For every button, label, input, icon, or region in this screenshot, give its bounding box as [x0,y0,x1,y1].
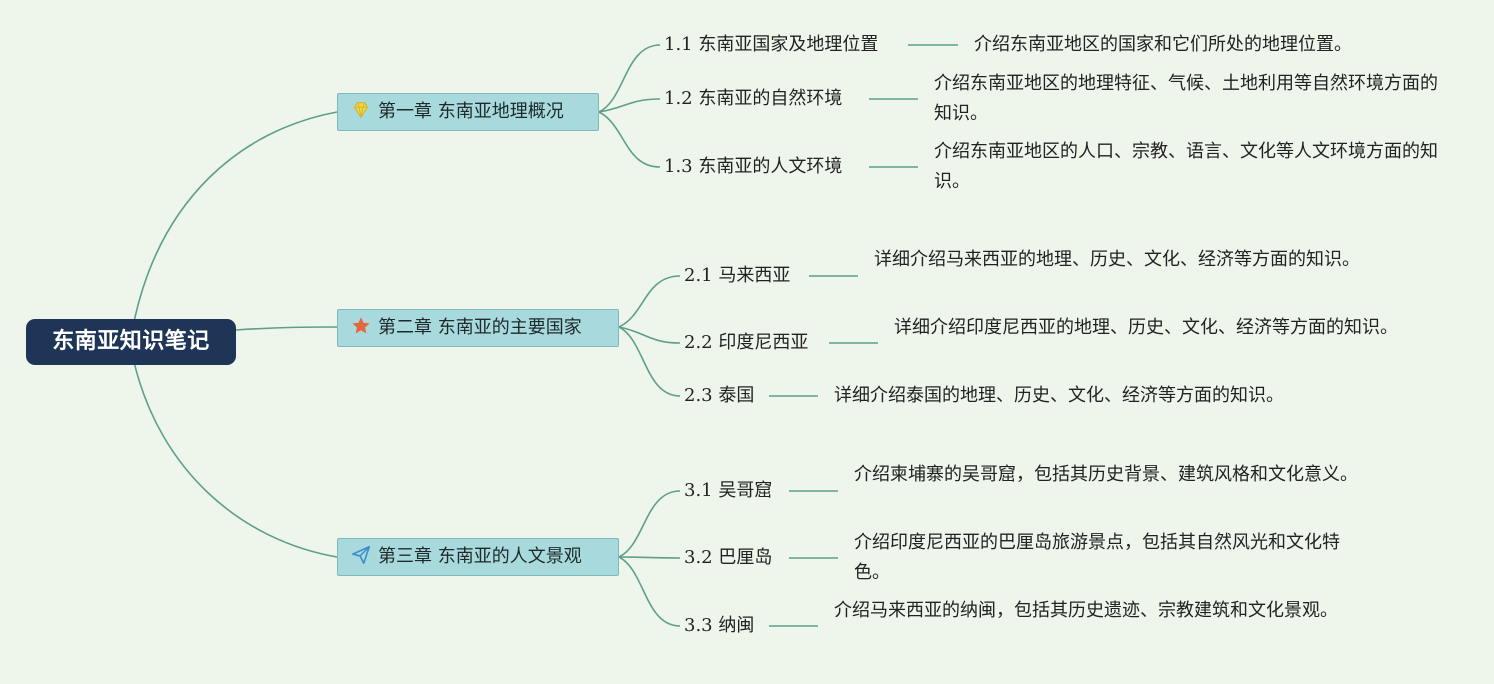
section-number: 3.3 [684,615,713,636]
chapter-2-to-2-2 [618,326,681,344]
chapter-3-topic[interactable]: 第三章 东南亚的人文景观 [337,538,619,576]
root-to-chapter-2 [235,326,338,331]
section-1-2[interactable]: 1.2 东南亚的自然环境 [664,87,842,111]
section-title: 东南亚的自然环境 [698,88,843,109]
chapter-3-label: 第三章 东南亚的人文景观 [378,546,582,567]
description-1-2: 介绍东南亚地区的地理特征、气候、土地利用等自然环境方面的知识。 [934,73,1438,124]
root-to-chapter-3 [133,361,338,558]
description-2-1: 详细介绍马来西亚的地理、历史、文化、经济等方面的知识。 [874,249,1360,270]
star-icon [352,317,370,334]
chapter-2-to-2-3 [618,326,681,397]
chapter-1-to-1-2 [598,98,661,113]
paper-plane-icon [351,545,371,565]
description-3-3: 介绍马来西亚的纳闽，包括其历史遗迹、宗教建筑和文化景观。 [834,600,1338,621]
section-3-2[interactable]: 3.2 巴厘岛 [684,546,772,570]
description-3-2: 介绍印度尼西亚的巴厘岛旅游景点，包括其自然风光和文化特色。 [854,532,1340,583]
section-title: 泰国 [718,385,755,406]
section-title: 东南亚的人文环境 [698,156,843,177]
section-number: 2.1 [684,265,713,286]
root-to-chapter-1 [133,111,338,323]
description-3-1: 介绍柬埔寨的吴哥窟，包括其历史背景、建筑风格和文化意义。 [854,464,1358,485]
description-2-3: 详细介绍泰国的地理、历史、文化、经济等方面的知识。 [834,385,1284,406]
section-title: 印度尼西亚 [718,332,809,353]
section-2-1[interactable]: 2.1 马来西亚 [684,264,790,288]
section-2-2[interactable]: 2.2 印度尼西亚 [684,331,808,355]
section-title: 吴哥窟 [718,480,773,501]
chapter-2-label: 第二章 东南亚的主要国家 [378,317,582,338]
section-title: 东南亚国家及地理位置 [698,34,879,55]
section-number: 3.1 [684,480,713,501]
section-number: 1.1 [664,34,693,55]
chapter-3-to-3-1 [618,490,681,558]
chapter-3-to-3-2 [618,556,681,559]
section-number: 3.2 [684,547,713,568]
section-number: 2.2 [684,332,713,353]
section-2-3[interactable]: 2.3 泰国 [684,384,754,408]
chapter-1-to-1-3 [598,111,661,168]
section-title: 巴厘岛 [718,547,773,568]
chapter-1-to-1-1 [598,44,661,113]
chapter-1-topic[interactable]: 第一章 东南亚地理概况 [337,93,599,131]
section-1-1[interactable]: 1.1 东南亚国家及地理位置 [664,33,878,57]
description-2-2: 详细介绍印度尼西亚的地理、历史、文化、经济等方面的知识。 [894,317,1398,338]
section-1-3[interactable]: 1.3 东南亚的人文环境 [664,155,842,179]
chapter-1-label: 第一章 东南亚地理概况 [378,101,564,122]
section-number: 2.3 [684,385,713,406]
section-3-3[interactable]: 3.3 纳闽 [684,614,754,638]
chapter-3-to-3-3 [618,556,681,627]
section-title: 纳闽 [718,615,755,636]
section-title: 马来西亚 [718,265,791,286]
section-3-1[interactable]: 3.1 吴哥窟 [684,479,772,503]
root-topic[interactable]: 东南亚知识笔记 [26,319,236,365]
chapter-2-topic[interactable]: 第二章 东南亚的主要国家 [337,309,619,347]
description-1-3: 介绍东南亚地区的人口、宗教、语言、文化等人文环境方面的知识。 [934,141,1438,192]
section-number: 1.2 [664,88,693,109]
gem-icon [353,102,369,119]
description-1-1: 介绍东南亚地区的国家和它们所处的地理位置。 [974,34,1352,55]
section-number: 1.3 [664,156,693,177]
chapter-2-to-2-1 [618,275,681,328]
